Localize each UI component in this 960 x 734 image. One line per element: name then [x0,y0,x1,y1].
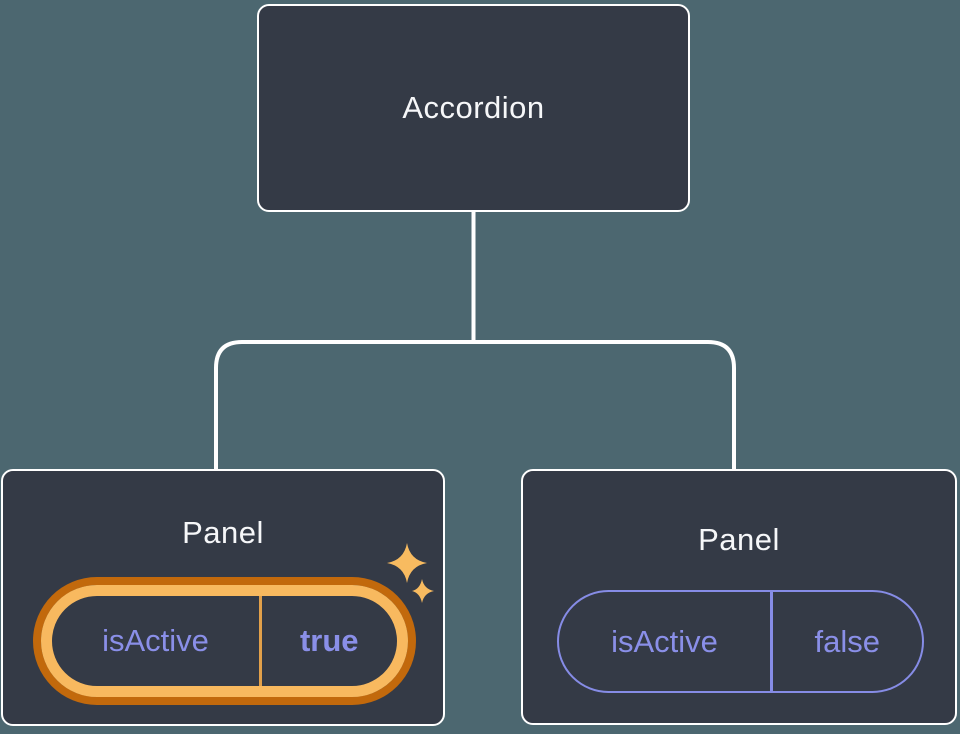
node-panel-inactive-label: Panel [698,522,780,557]
state-key: isActive [102,623,209,658]
node-panel-active-label: Panel [182,515,264,550]
state-pill-inactive: isActive false [557,590,924,693]
pill-divider [770,592,773,691]
node-panel-inactive: Panel isActive false [521,469,957,725]
state-value: false [814,623,880,659]
node-accordion: Accordion [257,4,690,212]
state-key: isActive [611,623,718,659]
node-accordion-label: Accordion [402,90,545,125]
state-pill-active: isActive true [41,585,408,697]
node-panel-active: Panel isActive true [1,469,445,726]
pill-divider [259,596,262,686]
state-value: true [299,623,359,658]
